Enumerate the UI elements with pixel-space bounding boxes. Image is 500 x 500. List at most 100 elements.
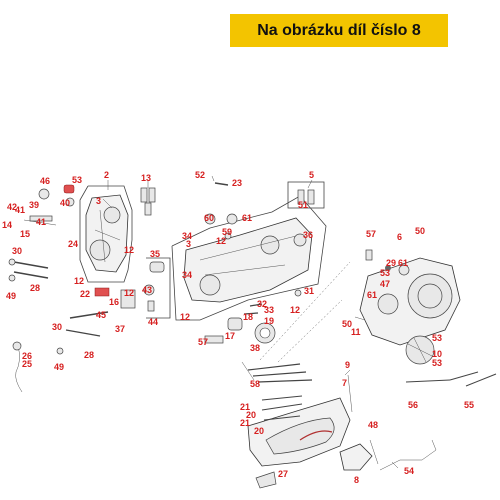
callout-label: 56 [408,400,418,410]
bolt-set-55[interactable] [405,371,497,387]
callout-label: 12 [180,312,190,322]
o-ring-part[interactable] [38,188,50,200]
callout-label: 53 [432,358,442,368]
callout-label: 12 [290,305,300,315]
callout-label: 16 [109,297,119,307]
stud-bolt-1[interactable] [13,261,49,269]
seal-36[interactable] [293,233,307,247]
bolt-13c[interactable] [144,202,152,216]
callout-label: 25 [22,359,32,369]
callout-label: 18 [243,312,253,322]
stud-bolt-3[interactable] [69,311,109,319]
callout-label: 20 [254,426,264,436]
callout-label: 47 [380,279,390,289]
callout-label: 34 [182,231,192,241]
callout-label: 61 [242,213,252,223]
part-5b[interactable] [307,189,315,205]
callout-label: 43 [142,285,152,295]
callout-label: 57 [198,337,208,347]
callout-label: 32 [257,299,267,309]
gasket-part[interactable] [94,287,110,297]
callout-label: 45 [96,310,106,320]
callout-label: 61 [398,258,408,268]
seal-61b[interactable] [398,264,410,276]
callout-labels: 2 3 53 46 40 39 42 41 41 14 15 24 12 30 … [2,170,474,485]
bolt-set-21[interactable] [261,395,303,421]
callout-label: 9 [345,360,350,370]
callout-label: 19 [264,316,274,326]
callout-label: 24 [68,239,78,249]
callout-label: 7 [342,378,347,388]
callout-label: 11 [351,327,361,337]
oil-filter-cap[interactable] [149,261,165,273]
callout-label: 29 [386,258,396,268]
bolt-set-58[interactable] [247,363,313,383]
callout-label: 42 [7,202,17,212]
callout-label: 37 [115,324,125,334]
bolt-13b[interactable] [148,187,156,203]
pin-59[interactable] [224,232,232,240]
callout-label: 53 [380,268,390,278]
cover-trim-8[interactable] [339,443,373,471]
callout-label: 54 [404,466,414,476]
callout-label: 50 [415,226,425,236]
callout-label: 21 [240,402,250,412]
callout-label: 53 [72,175,82,185]
plug-part[interactable] [147,300,155,312]
callout-label: 57 [366,229,376,239]
bolt-31[interactable] [294,289,302,297]
seal-61[interactable] [226,213,238,225]
callout-label: 61 [367,290,377,300]
bolt-57[interactable] [365,249,373,261]
callout-label: 13 [141,173,151,183]
callout-label: 49 [6,291,16,301]
callout-label: 40 [60,198,70,208]
right-crankcase-frame [171,195,327,321]
filter-18[interactable] [227,317,243,331]
seal-29[interactable] [385,265,391,271]
callout-label: 17 [225,331,235,341]
bolt-17[interactable] [204,335,224,344]
oil-seal-part[interactable] [63,184,75,194]
left-crankcase-half[interactable] [85,194,129,273]
callout-label: 58 [250,379,260,389]
callout-label: 41 [36,217,46,227]
bolt-13a[interactable] [140,187,148,203]
dowel-pin-23[interactable] [214,182,229,186]
callout-label: 22 [80,289,90,299]
stud-bolt-2[interactable] [13,271,49,279]
callout-label: 30 [52,322,62,332]
part-5a[interactable] [297,189,305,205]
heat-shield-27[interactable] [255,471,277,489]
crankcase-bearing-seat [103,206,121,224]
crankshaft-bore [199,274,221,296]
strainer-part[interactable] [120,289,136,309]
valve-part[interactable] [143,284,155,296]
callout-label: 34 [182,270,192,280]
bearing-bore [260,235,280,255]
breather-hose[interactable] [15,345,23,393]
bearing-60[interactable] [204,213,216,225]
callout-label: 49 [54,362,64,372]
callout-label: 26 [22,351,32,361]
part-number-banner: Na obrázku díl číslo 8 [230,14,448,47]
part-5-frame [287,181,325,209]
callout-label: 30 [12,246,22,256]
callout-label: 35 [150,249,160,259]
callout-label: 51 [298,200,308,210]
callout-label: 53 [432,333,442,343]
callout-label: 6 [397,232,402,242]
callout-label: 46 [40,176,50,186]
callout-label: 52 [195,170,205,180]
callout-label: 12 [74,276,84,286]
callout-label: 55 [464,400,474,410]
stud-bolt-4[interactable] [65,329,101,337]
left-crankcase-frame [79,185,133,283]
shaft-part[interactable] [29,215,53,222]
callout-label: 8 [354,475,359,485]
callout-label: 41 [15,205,25,215]
washer-part[interactable] [65,197,75,207]
callout-label: 12 [216,236,226,246]
callout-label: 12 [124,288,134,298]
